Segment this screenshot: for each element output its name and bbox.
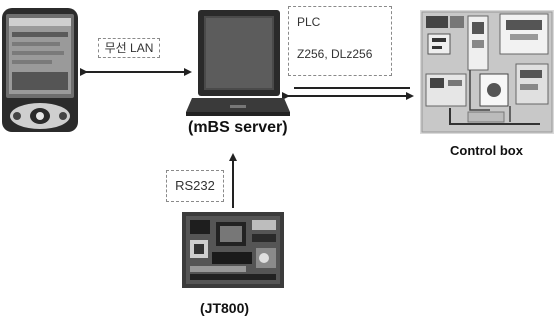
server-node [186, 8, 290, 120]
wireless-link-label: 무선 LAN [98, 38, 160, 58]
plc-link-label: PLC Z256, DLz256 [288, 6, 392, 76]
board-caption: (JT800) [200, 300, 250, 316]
control-box-node [420, 10, 554, 134]
control-box-photo-icon [420, 10, 554, 134]
server-caption: (mBS server) [188, 119, 288, 136]
board-node [182, 212, 284, 288]
control-box-caption: Control box [450, 143, 523, 158]
serial-link-label: RS232 [166, 170, 224, 202]
pda-node [0, 6, 80, 134]
pda-device-icon [2, 8, 78, 132]
laptop-icon [186, 10, 290, 116]
plc-link-label-line2: Z256, DLz256 [297, 47, 373, 61]
plc-link-label-line1: PLC [297, 15, 321, 29]
serial-link-label-text: RS232 [175, 178, 215, 193]
wireless-link-label-text: 무선 LAN [104, 41, 154, 55]
circuit-board-icon [182, 212, 284, 288]
